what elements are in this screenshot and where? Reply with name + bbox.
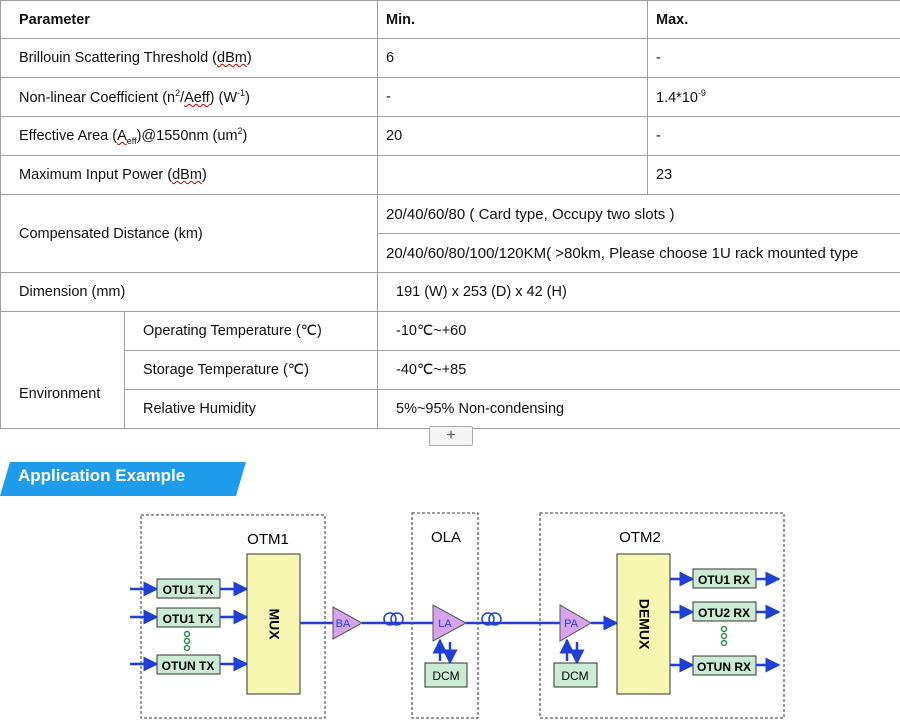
pa-amplifier <box>559 604 592 642</box>
header-parameter: Parameter <box>0 0 378 39</box>
dcm-label-ola: DCM <box>432 669 459 683</box>
compensated-value-1: 20/40/60/80 ( Card type, Occupy two slot… <box>377 194 900 234</box>
otm2-box <box>539 512 785 719</box>
row-label-dimension: Dimension (mm) <box>0 272 378 312</box>
operating-temp-value: -10℃~+60 <box>377 311 900 351</box>
nonlinear-max: 1.4*10-9 <box>647 77 900 117</box>
otun-rx-label: OTUN RX <box>697 660 751 674</box>
effective-max: - <box>647 116 900 156</box>
ola-label: OLA <box>431 529 461 546</box>
table-row: Effective Area (Aeff)@1550nm (um2) 20 - <box>0 116 900 156</box>
dcm-box-otm2 <box>553 662 598 688</box>
la-label: LA <box>438 618 452 630</box>
compensated-value-2: 20/40/60/80/100/120KM( >80km, Please cho… <box>377 233 900 273</box>
humidity-value: 5%~95% Non-condensing <box>377 389 900 429</box>
table-row: Non-linear Coefficient (n2/Aeff) (W-1) -… <box>0 77 900 117</box>
header-min: Min. <box>377 0 648 39</box>
effective-min: 20 <box>377 116 648 156</box>
row-label-nonlinear: Non-linear Coefficient (n2/Aeff) (W-1) <box>0 77 378 117</box>
otu1-tx-label-2: OTU1 TX <box>163 612 214 626</box>
table-row: Compensated Distance (km) 20/40/60/80 ( … <box>0 194 900 273</box>
brillouin-max: - <box>647 38 900 78</box>
add-row-button[interactable]: + <box>429 426 473 446</box>
fiber-coil-icon <box>383 612 397 626</box>
operating-temp-label: Operating Temperature (℃) <box>124 311 378 351</box>
maxpower-min <box>377 155 648 195</box>
otun-tx-label: OTUN TX <box>162 659 215 673</box>
ba-amplifier <box>332 606 364 640</box>
brillouin-min: 6 <box>377 38 648 78</box>
dcm-label-otm2: DCM <box>561 669 588 683</box>
humidity-label: Relative Humidity <box>124 389 378 429</box>
demux-label: DEMUX <box>636 599 652 650</box>
table-row: Brillouin Scattering Threshold (dBm) 6 - <box>0 38 900 78</box>
mux-label: MUX <box>266 608 282 640</box>
pa-label: PA <box>564 618 579 630</box>
storage-temp-label: Storage Temperature (℃) <box>124 350 378 390</box>
header-max: Max. <box>647 0 900 39</box>
row-label-compensated: Compensated Distance (km) <box>0 194 378 273</box>
otm1-label: OTM1 <box>247 531 289 548</box>
otu2-rx-label: OTU2 RX <box>698 606 750 620</box>
nonlinear-min: - <box>377 77 648 117</box>
row-label-maxpower: Maximum Input Power (dBm) <box>0 155 378 195</box>
mux-box <box>246 553 301 695</box>
table-row: Dimension (mm) 191 (W) x 253 (D) x 42 (H… <box>0 272 900 312</box>
section-title: Application Example <box>18 466 186 485</box>
table-row: Maximum Input Power (dBm) 23 <box>0 155 900 195</box>
fiber-coil-icon <box>481 612 495 626</box>
dcm-box-ola <box>424 662 468 688</box>
storage-temp-value: -40℃~+85 <box>377 350 900 390</box>
table-header-row: Parameter Min. Max. <box>0 0 900 39</box>
table-row: Relative Humidity 5%~95% Non-condensing <box>1 389 900 429</box>
row-label-effective: Effective Area (Aeff)@1550nm (um2) <box>0 116 378 156</box>
spec-table: Parameter Min. Max. Brillouin Scattering… <box>0 0 900 429</box>
dimension-value: 191 (W) x 253 (D) x 42 (H) <box>377 272 900 312</box>
otu1-rx-label: OTU1 RX <box>698 573 750 587</box>
row-label-brillouin: Brillouin Scattering Threshold (dBm) <box>0 38 378 78</box>
ola-box <box>411 512 479 719</box>
otu1-tx-label: OTU1 TX <box>163 583 214 597</box>
otm2-label: OTM2 <box>619 529 661 546</box>
section-banner <box>0 462 246 496</box>
table-row: 20/40/60/80/100/120KM( >80km, Please cho… <box>1 233 900 273</box>
table-row: Environment Operating Temperature (℃) -1… <box>0 311 900 429</box>
application-diagram: OTM1 OLA OTM2 OTU1 TX OTU1 TX OTUN TX MU… <box>130 512 785 719</box>
table-row: Storage Temperature (℃) -40℃~+85 <box>1 350 900 390</box>
maxpower-max: 23 <box>647 155 900 195</box>
la-amplifier <box>432 604 468 642</box>
row-label-environment: Environment <box>0 311 125 429</box>
ba-label: BA <box>336 618 351 630</box>
demux-box <box>616 553 671 695</box>
